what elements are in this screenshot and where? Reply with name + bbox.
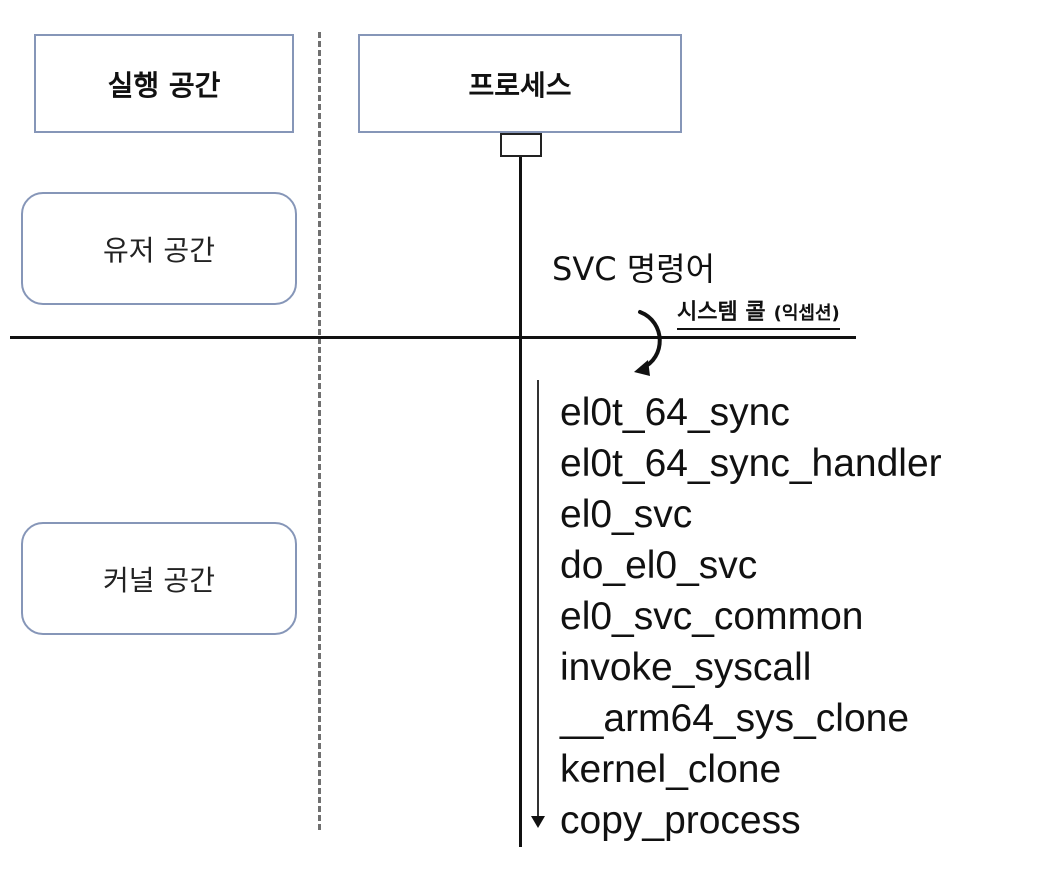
space-divider-dashed-line xyxy=(318,32,321,830)
kernel-space-label: 커널 공간 xyxy=(103,563,215,597)
call-stack-item: do_el0_svc xyxy=(560,544,758,587)
system-call-note: (익셉션) xyxy=(773,303,840,324)
system-call-text: 시스템 콜 xyxy=(677,300,766,325)
call-stack-list: el0t_64_sync el0t_64_sync_handler el0_sv… xyxy=(560,387,942,846)
user-space-label: 유저 공간 xyxy=(103,233,215,267)
svc-instruction-label: SVC 명령어 xyxy=(552,250,716,288)
kernel-space-box: 커널 공간 xyxy=(21,522,297,635)
process-lifeline-head xyxy=(500,133,542,157)
call-stack-arrow-icon xyxy=(531,816,545,828)
user-kernel-boundary-line xyxy=(10,336,856,339)
process-header: 프로세스 xyxy=(358,34,682,133)
call-stack-item: el0_svc xyxy=(560,493,693,536)
execution-space-header: 실행 공간 xyxy=(34,34,294,133)
call-stack-item: invoke_syscall xyxy=(560,646,812,689)
call-stack-item: kernel_clone xyxy=(560,748,782,791)
call-stack-line xyxy=(537,380,539,816)
call-stack-item: el0_svc_common xyxy=(560,595,864,638)
call-stack-item: el0t_64_sync xyxy=(560,391,790,434)
execution-space-header-label: 실행 공간 xyxy=(107,68,221,102)
exception-curved-arrow-icon xyxy=(634,310,662,376)
system-call-label: 시스템 콜 (익셉션) xyxy=(677,294,840,330)
process-lifeline xyxy=(519,157,522,847)
call-stack-item: copy_process xyxy=(560,799,801,842)
call-stack-item: el0t_64_sync_handler xyxy=(560,442,942,485)
user-space-box: 유저 공간 xyxy=(21,192,297,305)
call-stack-item: __arm64_sys_clone xyxy=(560,697,910,740)
process-header-label: 프로세스 xyxy=(468,68,572,102)
